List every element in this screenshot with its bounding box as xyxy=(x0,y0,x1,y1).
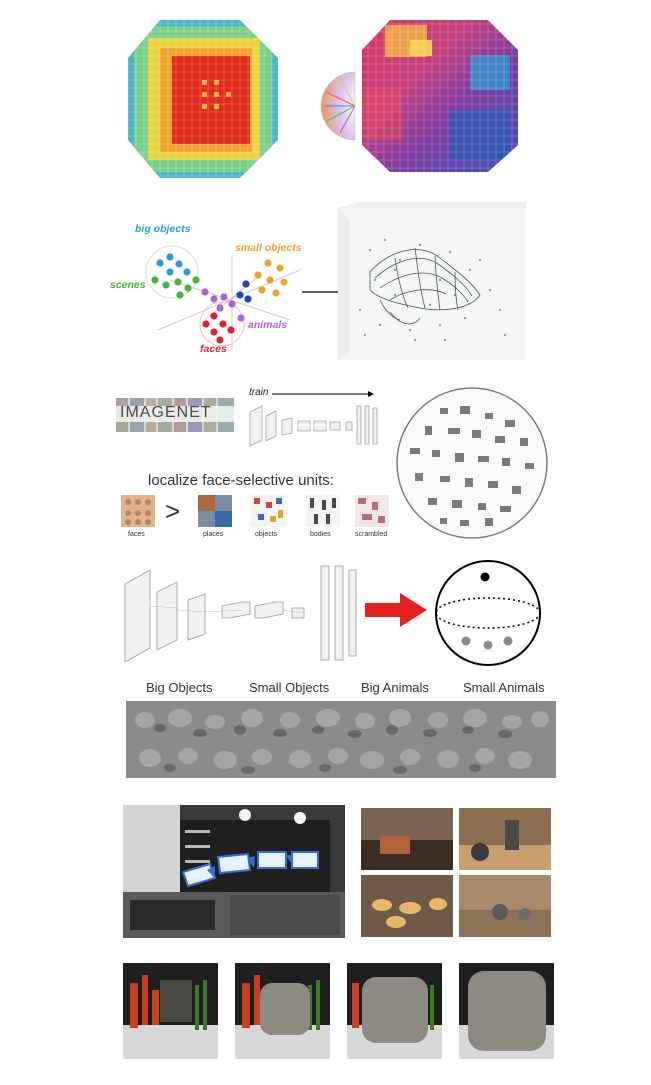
header-big-objects: Big Objects xyxy=(146,680,213,695)
thumb-label-bodies: bodies xyxy=(310,531,331,538)
imagenet-panel: IMAGENET train localize face-selective u… xyxy=(0,378,651,548)
scenes-label: scenes xyxy=(110,279,146,291)
cortical-maps-panel xyxy=(128,20,518,178)
occlusion-sequence xyxy=(123,963,554,1059)
animals-label: animals xyxy=(248,319,288,331)
features-panel: Big Objects Small Objects Big Animals Sm… xyxy=(0,678,651,783)
thumb-label-places: places xyxy=(203,531,224,538)
animals-points xyxy=(201,288,245,322)
header-big-animals: Big Animals xyxy=(361,680,429,695)
thumb-label-objects: objects xyxy=(255,531,278,538)
camera-icons xyxy=(181,851,319,888)
thumb-label-faces: faces xyxy=(128,531,145,538)
red-arrow-icon xyxy=(365,593,427,627)
localizer-thumbnails xyxy=(121,495,389,527)
localize-title: localize face-selective units: xyxy=(148,472,334,489)
cnn-diagram xyxy=(124,565,357,663)
cluster-panel: big objects small objects scenes animals… xyxy=(0,200,651,370)
preference-map xyxy=(362,20,518,172)
object-space-circle xyxy=(396,387,548,539)
scene-photos-panel xyxy=(123,805,551,938)
small-objects-points xyxy=(254,259,288,297)
mesh-plot xyxy=(338,202,526,360)
cluster-embedding-plot xyxy=(145,202,526,360)
thumb-label-scrambled: scrambled xyxy=(355,531,388,538)
occlusion-panel xyxy=(123,963,554,1059)
greater-than-symbol: > xyxy=(165,496,181,526)
cnn-sphere-panel xyxy=(124,560,541,666)
face-selectivity-heatmap xyxy=(128,20,278,178)
big-objects-label: big objects xyxy=(135,223,191,235)
big-objects-points xyxy=(156,253,191,276)
scenes-points xyxy=(151,276,200,299)
sphere-diagram xyxy=(435,560,541,666)
faces-label: faces xyxy=(200,343,227,355)
train-label: train xyxy=(249,387,269,398)
imagenet-logo: IMAGENET xyxy=(120,404,212,421)
kitchen-photos xyxy=(361,808,551,937)
header-small-animals: Small Animals xyxy=(463,680,545,695)
small-cnn-diagram xyxy=(249,405,378,447)
faces-points xyxy=(202,312,235,344)
room-render xyxy=(123,805,345,938)
header-small-objects: Small Objects xyxy=(249,680,330,695)
small-objects-label: small objects xyxy=(235,242,302,254)
feature-visualization-grid xyxy=(126,701,556,778)
